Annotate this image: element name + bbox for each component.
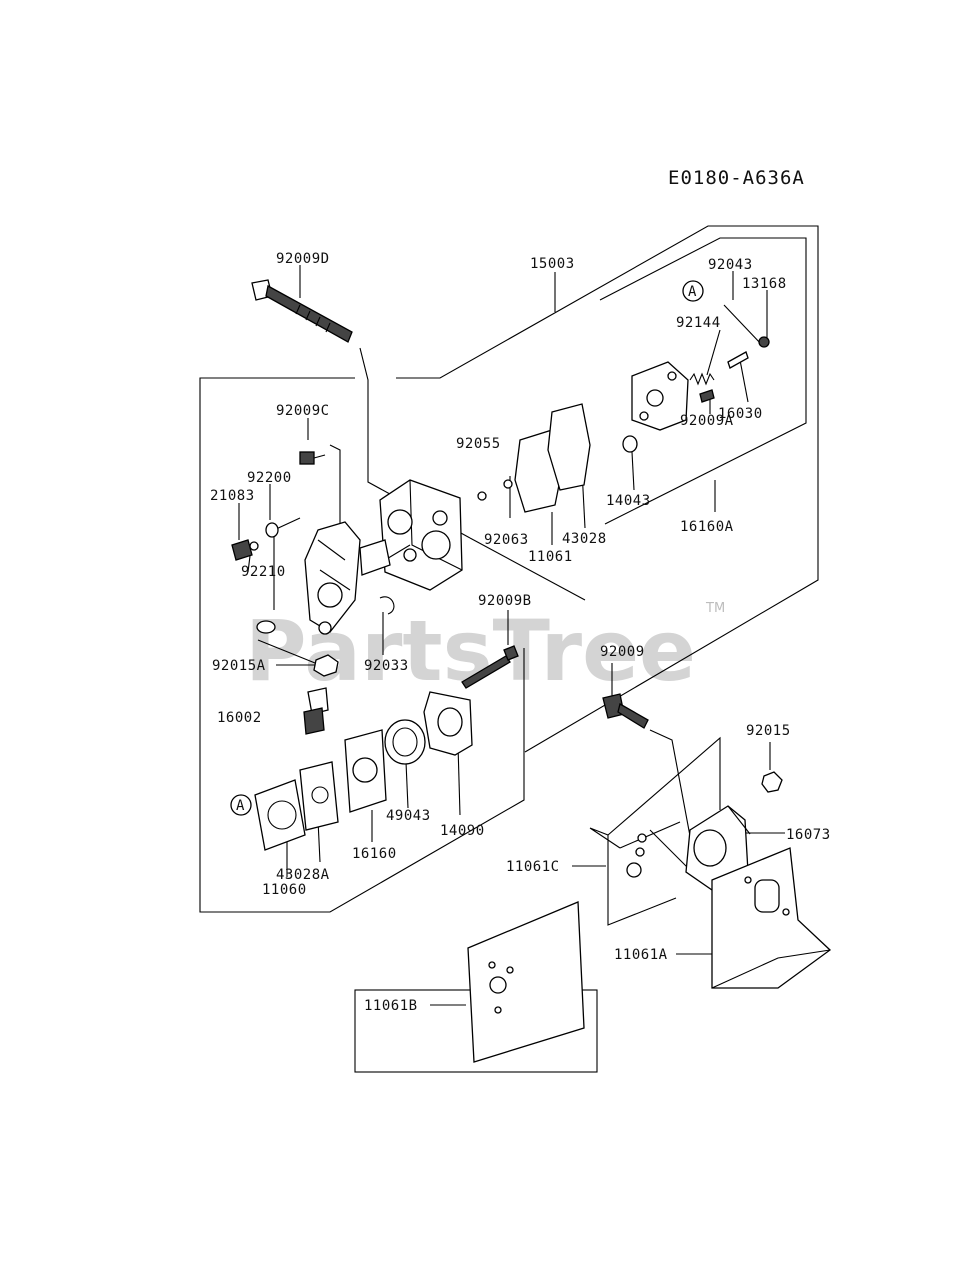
part-label: 92009B (478, 593, 532, 609)
gasket-11061B (467, 901, 585, 1063)
insulator-11061C (619, 821, 681, 878)
part-label: 21083 (210, 488, 255, 504)
nut-92015 (761, 771, 783, 793)
throttle-assembly (304, 521, 391, 635)
part-label: 16073 (786, 827, 831, 843)
needle-16030 (727, 351, 749, 369)
watermark-trademark: TM (705, 601, 725, 616)
part-label: 16030 (718, 406, 763, 422)
oring-part (256, 620, 276, 634)
part-label: 49043 (386, 808, 431, 824)
part-label: 14043 (606, 493, 651, 509)
diaphragm-43028A (299, 761, 339, 831)
fitting-21083 (231, 539, 259, 561)
part-label: 43028A (276, 867, 330, 883)
nozzle-16002 (303, 687, 329, 735)
carburetor-body (379, 479, 463, 591)
diagram-code: E0180-A636A (668, 167, 805, 189)
part-label: 92009A (680, 413, 734, 429)
pin-92043 (723, 304, 763, 346)
part-label: 92033 (364, 658, 409, 674)
part-label: 16160A (680, 519, 734, 535)
pump-body-16160 (344, 729, 387, 813)
part-label: 92009D (276, 251, 330, 267)
spring-92144 (689, 372, 715, 386)
ref-mark-a-bottom: A (230, 794, 252, 816)
long-bolt-92009D (251, 279, 353, 343)
part-label: 92043 (708, 257, 753, 273)
svg-text:A: A (688, 284, 697, 300)
part-label: 92009C (276, 403, 330, 419)
screen-92055 (477, 491, 487, 501)
part-label: 16160 (352, 846, 397, 862)
pump-cover-14090 (423, 691, 473, 756)
part-label: 92015 (746, 723, 791, 739)
part-label: 11060 (262, 882, 307, 898)
ref-mark-a-top: A (682, 280, 704, 302)
washer-92200 (265, 522, 279, 538)
part-label: 11061C (506, 859, 560, 875)
part-label: 92144 (676, 315, 721, 331)
part-label: 16002 (217, 710, 262, 726)
part-labels: 92009D 15003 92043 13168 92144 16030 920… (210, 251, 831, 1014)
part-label: 11061B (364, 998, 418, 1014)
cover-14043 (622, 435, 638, 453)
part-label: 92009 (600, 644, 645, 660)
lever-13168 (758, 336, 770, 348)
pump-cover-15003 (631, 361, 689, 431)
heat-shield-11061A (711, 847, 832, 989)
diaphragm-49043 (384, 719, 426, 765)
part-label: 14090 (440, 823, 485, 839)
svg-text:A: A (236, 798, 245, 814)
nut-92015A (313, 654, 339, 677)
part-label: 15003 (530, 256, 575, 272)
bolt-92009 (602, 693, 649, 729)
part-label: 43028 (562, 531, 607, 547)
screw-92009B (461, 645, 519, 689)
part-label: 11061 (528, 549, 573, 565)
part-label: 11061A (614, 947, 668, 963)
gasket-11060 (254, 779, 306, 851)
insulator-frame (589, 736, 721, 926)
leader-lines (238, 265, 785, 1006)
pin-92063 (503, 479, 513, 489)
diaphragm-43028 (547, 403, 591, 491)
air-filter-body-16073 (685, 805, 751, 891)
part-label: 13168 (742, 276, 787, 292)
part-label: 92210 (241, 564, 286, 580)
clip-92033 (379, 596, 395, 615)
screw-92009C (299, 451, 326, 465)
part-label: 92200 (247, 470, 292, 486)
carburetor-assembly-frame (199, 225, 819, 913)
pump-body-subframe (599, 237, 807, 525)
part-label: 92015A (212, 658, 266, 674)
part-label: 92055 (456, 436, 501, 452)
screw-92009A (699, 389, 715, 403)
part-label: 92063 (484, 532, 529, 548)
